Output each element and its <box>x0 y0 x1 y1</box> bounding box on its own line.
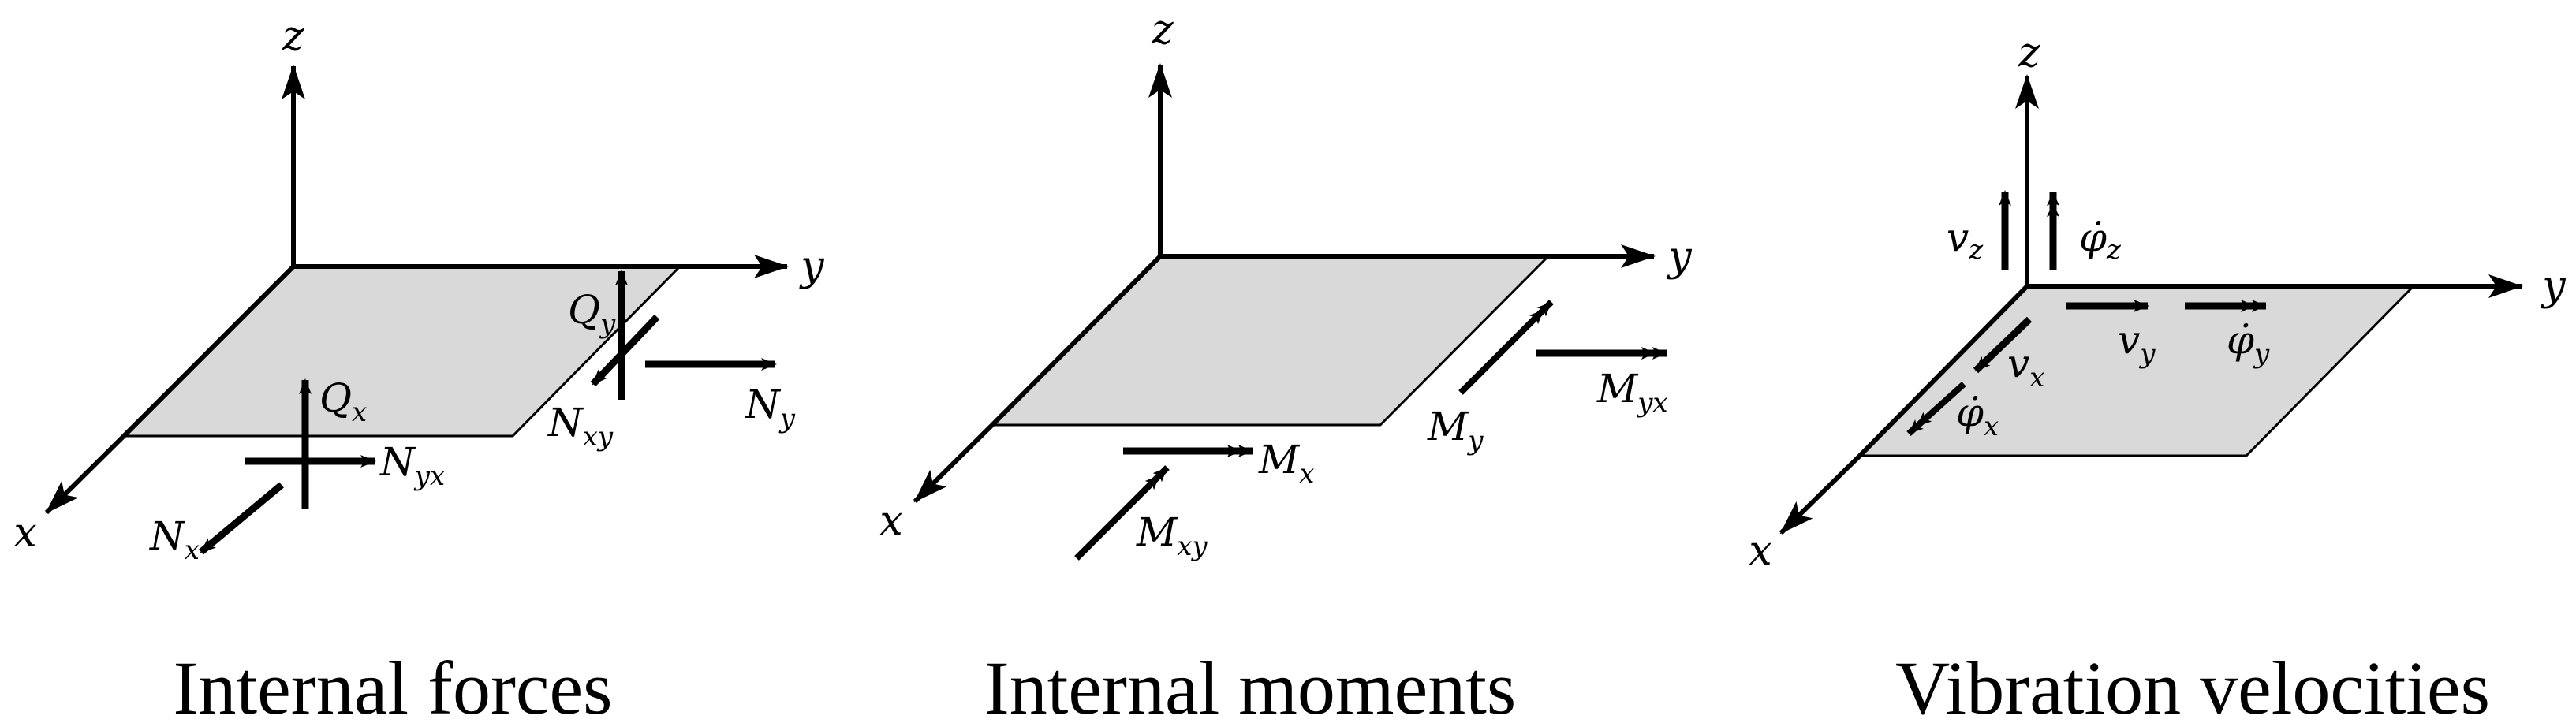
my-arrow-icon <box>1458 300 1554 395</box>
label-phix: φ̇x <box>1956 389 1999 442</box>
x-axis-label: x <box>13 509 36 557</box>
label-nxy: Nxy <box>547 400 614 453</box>
label-qx: Qx <box>319 375 367 428</box>
panel-internal-forces: z y x Qy Nxy Ny Qx Nyx Nx Internal force… <box>13 13 824 723</box>
z-axis-label: z <box>2018 29 2040 76</box>
y-axis-label: y <box>799 243 824 290</box>
z-axis-label: z <box>1151 6 1174 54</box>
label-mx: Mx <box>1258 437 1314 490</box>
panel-vibration-velocities: z y x vz φ̇z vy φ̇y vx φ̇x Vibration vel… <box>1749 29 2566 723</box>
vx-arrow-icon <box>1973 316 2033 374</box>
plate-edge-left <box>1857 284 2029 458</box>
label-qy: Qy <box>568 287 616 340</box>
phix-arrow-icon <box>1906 382 1966 436</box>
y-axis-label: y <box>2541 263 2566 310</box>
x-axis-arrow-icon <box>1779 453 1862 535</box>
label-mxy: Mxy <box>1136 509 1208 562</box>
nx-arrow-icon <box>199 482 284 555</box>
x-axis-arrow-icon <box>44 434 126 515</box>
plate-edge-left <box>121 264 296 438</box>
x-axis-label: x <box>1749 527 1771 575</box>
x-axis-label: x <box>879 498 902 545</box>
panel-internal-moments: z y x My Myx Mx Mxy Internal moments <box>879 6 1692 723</box>
label-phiy: φ̇y <box>2227 317 2270 370</box>
caption-internal-forces: Internal forces <box>173 646 612 723</box>
label-ny: Ny <box>745 382 796 434</box>
label-my: My <box>1427 404 1484 457</box>
y-axis-label: y <box>1667 233 1692 281</box>
caption-vibration-velocities: Vibration velocities <box>1895 646 2490 723</box>
label-vz: vz <box>1947 214 1984 266</box>
mxy-arrow-icon <box>1074 465 1170 561</box>
label-nx: Nx <box>149 513 200 566</box>
caption-internal-moments: Internal moments <box>984 646 1516 723</box>
label-nyx: Nyx <box>379 439 445 492</box>
z-axis-label: z <box>282 13 304 60</box>
label-vx: vx <box>2007 341 2044 393</box>
plate-edge-left <box>990 254 1163 427</box>
nxy-arrow-icon <box>590 314 660 387</box>
x-axis-arrow-icon <box>913 423 995 504</box>
label-phiz: φ̇z <box>2079 214 2122 266</box>
label-myx: Myx <box>1596 366 1668 419</box>
label-vy: vy <box>2118 317 2156 370</box>
